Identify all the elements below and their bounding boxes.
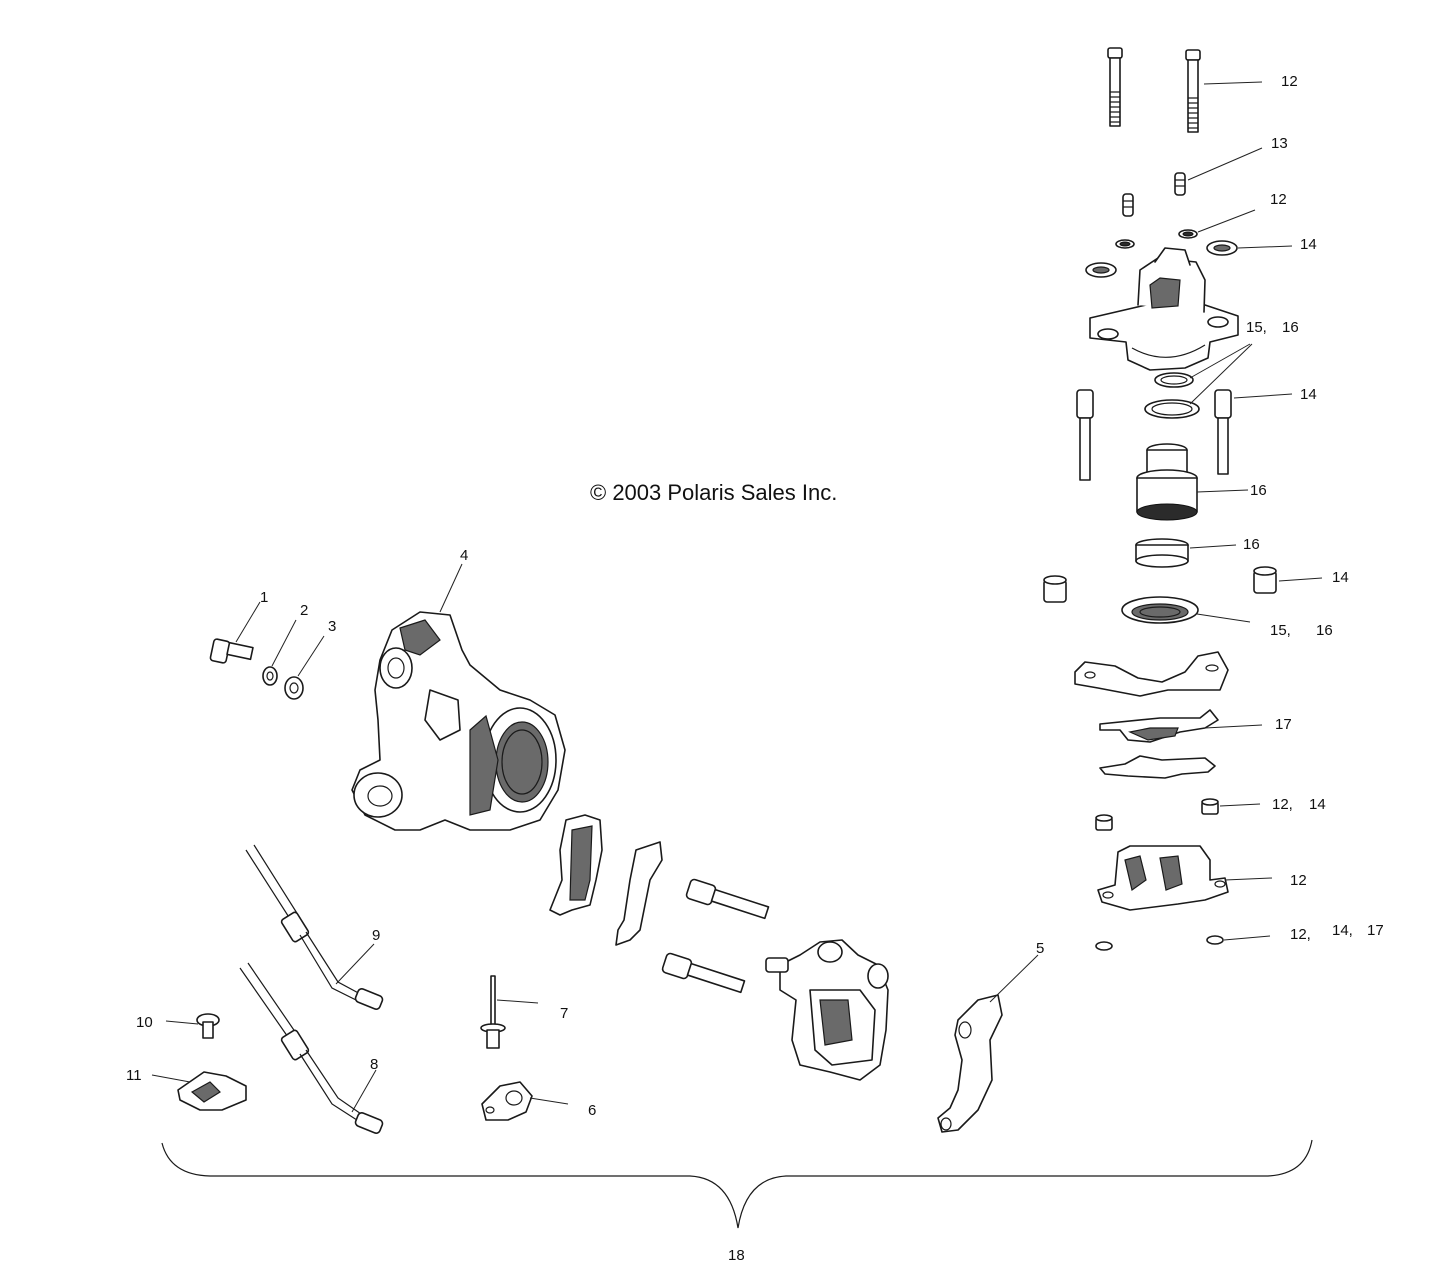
callout-16: 16 [1316,622,1333,639]
seal-ring [1154,372,1194,388]
caliper-bracket [937,994,1003,1133]
bleeder-screw-right [1174,172,1186,196]
brake-line-8 [239,962,384,1134]
callout-14: 14 [1309,796,1326,813]
caliper-piston [1136,443,1198,521]
callout-17: 17 [1367,922,1384,939]
bolt-top-left [1107,47,1123,127]
slide-bolt-left [1076,389,1094,481]
callout-17: 17 [1275,716,1292,733]
caliper-pin-upper [685,878,770,920]
copyright-text: © 2003 Polaris Sales Inc. [590,480,837,505]
small-cap [1201,798,1219,815]
screw [196,1013,220,1039]
brake-pad-upper [1099,709,1219,743]
callout-9: 9 [372,927,380,944]
flat-washer [284,676,304,700]
callout-12: 12, [1290,926,1311,943]
callout-11: 11 [126,1067,142,1084]
knuckle-housing [351,611,566,831]
hose-clamp [481,1081,533,1121]
callout-6: 6 [588,1102,596,1119]
brake-line-9 [245,844,384,1010]
callout-12: 12, [1272,796,1293,813]
callout-15: 15, [1246,319,1267,336]
callout-16: 16 [1282,319,1299,336]
callout-16: 16 [1250,482,1267,499]
callout-1: 1 [260,589,268,606]
seal-large [1121,596,1199,624]
callout-4: 4 [460,547,468,564]
small-nut [1095,941,1113,951]
callout-14: 14 [1332,569,1349,586]
bushing-right [1253,566,1277,594]
callout-12: 12 [1270,191,1287,208]
assembly-brace [161,1139,1313,1229]
caliper-housing-lower [1097,845,1229,911]
bushing-left [1043,575,1067,603]
bleeder-screw-left [1122,193,1134,217]
caliper-bracket-plate [1074,651,1229,697]
callout-5: 5 [1036,940,1044,957]
callout-14: 14 [1300,386,1317,403]
brake-caliper [765,939,889,1081]
callout-13: 13 [1271,135,1288,152]
callout-18: 18 [728,1247,745,1264]
callout-14: 14, [1332,922,1353,939]
callout-7: 7 [560,1005,568,1022]
callout-8: 8 [370,1056,378,1073]
callout-14: 14 [1300,236,1317,253]
callout-12: 12 [1281,73,1298,90]
brake-pad-left-b [615,841,663,946]
caliper-housing-upper [1089,247,1239,371]
callout-2: 2 [300,602,308,619]
bolt-1 [209,638,254,664]
callout-12: 12 [1290,872,1307,889]
callout-3: 3 [328,618,336,635]
small-nut [1206,935,1224,945]
piston-cup [1135,538,1189,568]
callout-15: 15, [1270,622,1291,639]
lock-washer [262,666,278,686]
slide-bolt-right [1214,389,1232,475]
callout-10: 10 [136,1014,153,1031]
bolt-top-right [1185,49,1201,133]
small-cap [1095,814,1113,831]
rivet [480,975,506,1049]
caliper-pin-lower [661,952,746,994]
callout-16: 16 [1243,536,1260,553]
brake-pad-lower [1099,755,1216,779]
